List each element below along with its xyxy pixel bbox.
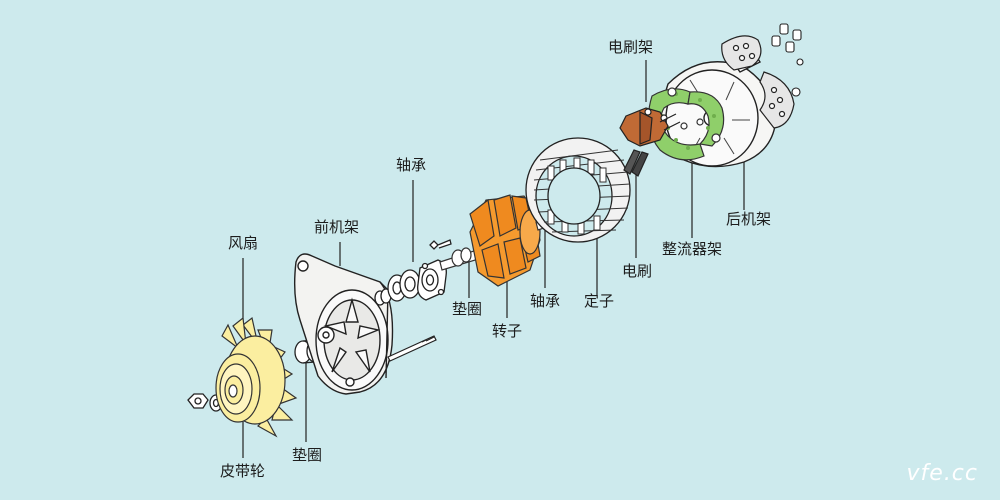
label-bearing-rear: 轴承 [530,292,561,310]
label-rotor: 转子 [492,322,523,340]
pulley-nut [187,393,223,412]
fan-pulley-assembly [215,316,298,438]
label-bearing-front: 轴承 [396,156,427,174]
label-rear-frame: 后机架 [726,210,772,228]
bearing-stack [374,239,452,306]
label-washer-left: 垫圈 [292,446,323,464]
label-brush: 电刷 [622,262,653,280]
watermark: vfe.cc [906,461,978,486]
label-stator: 定子 [584,292,615,310]
rectifier-plate [647,87,725,161]
brushes [623,149,649,177]
label-pulley: 皮带轮 [220,462,266,480]
label-rectifier: 整流器架 [662,240,723,258]
leader-lines [242,60,745,458]
rear-cover-plate [721,35,795,129]
stator [525,137,631,243]
terminal-nuts [771,23,804,97]
through-bolt [387,335,437,362]
front-frame [293,253,394,395]
brush-holder [619,107,681,147]
label-brush-holder: 电刷架 [608,38,654,56]
label-washer-rotor: 垫圈 [452,300,483,318]
label-fan: 风扇 [228,234,259,252]
label-front-frame: 前机架 [314,218,360,236]
